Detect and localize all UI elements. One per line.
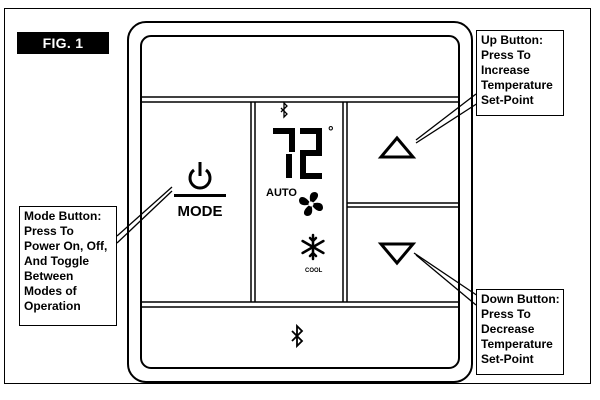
callout-line: Up Button: xyxy=(481,33,543,47)
bluetooth-icon xyxy=(280,101,288,119)
callout-line: Set-Point xyxy=(481,93,534,107)
snowflake-icon xyxy=(301,233,325,261)
callout-line: Increase xyxy=(481,63,530,77)
bluetooth-button[interactable] xyxy=(145,310,455,364)
triangle-up-icon xyxy=(377,135,417,159)
callout-line: Between xyxy=(24,269,74,283)
callout-line: Modes of xyxy=(24,284,77,298)
down-button-callout: Down Button: Press To Decrease Temperatu… xyxy=(476,289,564,375)
bluetooth-icon xyxy=(291,323,304,349)
figure-label: FIG. 1 xyxy=(17,32,109,54)
leader-lines xyxy=(116,93,479,306)
callout-line: Press To xyxy=(481,48,531,62)
power-icon xyxy=(188,162,212,190)
mode-button-callout: Mode Button: Press To Power On, Off, And… xyxy=(19,206,117,326)
up-button-callout: Up Button: Press To Increase Temperature… xyxy=(476,30,564,116)
degree-symbol: ° xyxy=(328,123,334,139)
callout-line: Decrease xyxy=(481,322,535,336)
mode-underline xyxy=(174,194,226,197)
down-button[interactable] xyxy=(351,210,455,300)
mode-button-label: MODE xyxy=(178,203,223,220)
figure-frame xyxy=(4,8,591,384)
callout-line: Power On, Off, xyxy=(24,239,108,253)
callout-line: Mode Button: xyxy=(24,209,102,223)
callout-line: Temperature xyxy=(481,337,553,351)
callout-line: Press To xyxy=(481,307,531,321)
callout-line: Down Button: xyxy=(481,292,560,306)
mode-indicator-text: AUTO xyxy=(266,187,297,199)
up-button[interactable] xyxy=(351,106,455,200)
triangle-down-icon xyxy=(377,242,417,266)
callout-line: And Toggle xyxy=(24,254,90,268)
cool-indicator-text: COOL xyxy=(305,268,323,274)
callout-line: Press To xyxy=(24,224,74,238)
temperature-readout xyxy=(273,128,322,179)
fan-icon xyxy=(299,192,323,216)
callout-line: Operation xyxy=(24,299,81,313)
callout-line: Set-Point xyxy=(481,352,534,366)
callout-line: Temperature xyxy=(481,78,553,92)
